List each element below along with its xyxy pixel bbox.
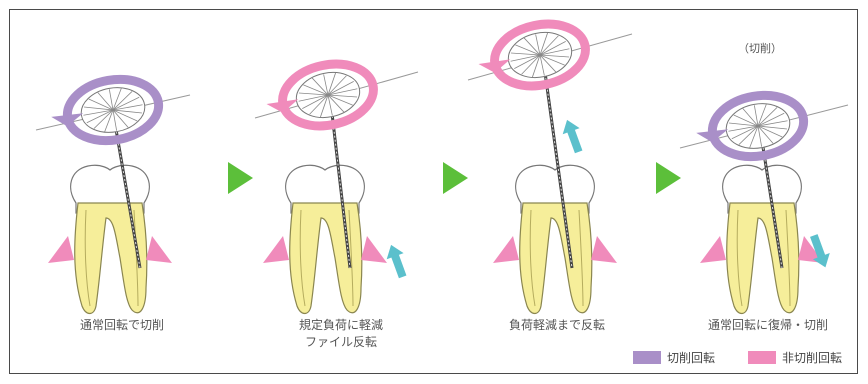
- panel-2-caption: 規定負荷に軽減 ファイル反転: [251, 317, 431, 351]
- tooth-icon: [700, 165, 824, 313]
- panel-4: [680, 88, 848, 313]
- panel-1-caption: 通常回転で切削: [32, 317, 212, 334]
- cutting-note: （切削）: [738, 40, 782, 56]
- panel-4-caption: 通常回転に復帰・切削: [678, 317, 858, 334]
- step-triangle-icon: [656, 162, 681, 194]
- tooth-icon: [48, 165, 172, 313]
- up-arrow-icon: [559, 117, 588, 155]
- step-triangle-icon: [228, 162, 253, 194]
- legend-label-cutting: 切削回転: [667, 349, 715, 366]
- legend-swatch-noncutting: [748, 351, 776, 364]
- legend-label-noncutting: 非切削回転: [782, 349, 842, 366]
- panel-3-caption: 負荷軽減まで反転: [467, 317, 647, 334]
- panel-3: [468, 16, 632, 313]
- tooth-icon: [263, 165, 387, 313]
- panel-2: [255, 56, 418, 313]
- panel-2-caption-line2: ファイル反転: [305, 335, 377, 349]
- legend-swatch-cutting: [633, 351, 661, 364]
- step-triangle-icon: [443, 162, 468, 194]
- tooth-icon: [493, 165, 617, 313]
- panel-1: [36, 72, 190, 313]
- panel-2-caption-line1: 規定負荷に軽減: [299, 318, 383, 332]
- up-arrow-icon: [383, 242, 412, 280]
- legend-item-cutting: 切削回転: [633, 349, 715, 366]
- legend-item-noncutting: 非切削回転: [748, 349, 842, 366]
